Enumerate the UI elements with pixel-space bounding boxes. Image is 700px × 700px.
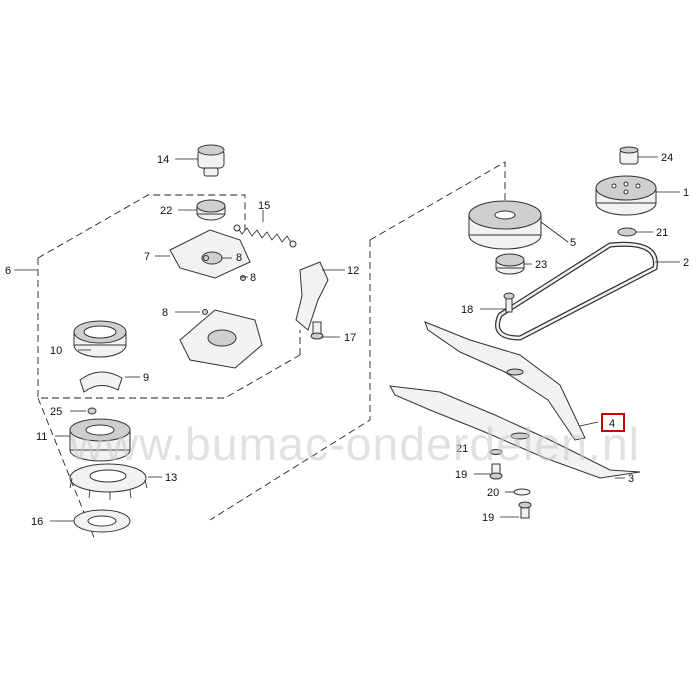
part-10-ring bbox=[73, 320, 127, 358]
callout-21-a: 21 bbox=[656, 227, 668, 239]
part-1-pulley bbox=[595, 175, 657, 216]
callout-10: 10 bbox=[50, 345, 62, 357]
part-25-nut bbox=[87, 407, 97, 415]
part-21-washer-lower bbox=[489, 449, 503, 455]
callout-14: 14 bbox=[157, 154, 169, 166]
callout-18: 18 bbox=[461, 304, 473, 316]
watermark-text: www.bumac-onderdelen.nl bbox=[69, 418, 640, 470]
callout-23: 23 bbox=[535, 259, 547, 271]
callout-9: 9 bbox=[143, 372, 149, 384]
callout-22: 22 bbox=[160, 205, 172, 217]
callout-21-b: 21 bbox=[456, 443, 468, 455]
callout-1: 1 bbox=[683, 187, 689, 199]
part-22-bearing bbox=[196, 199, 226, 221]
callout-2: 2 bbox=[683, 257, 689, 269]
callout-3: 3 bbox=[628, 473, 634, 485]
callout-4-highlight: 4 bbox=[601, 413, 625, 432]
part-5-housing bbox=[468, 200, 542, 250]
callout-12: 12 bbox=[347, 265, 359, 277]
callout-19-a: 19 bbox=[455, 469, 467, 481]
assembly-frame-center bbox=[209, 161, 506, 521]
callout-5: 5 bbox=[570, 237, 576, 249]
part-13-disc bbox=[69, 463, 148, 500]
part-19-bolt-upper bbox=[489, 463, 503, 480]
callout-25: 25 bbox=[50, 406, 62, 418]
part-11-bearing bbox=[69, 418, 131, 462]
part-21-washer bbox=[617, 227, 637, 237]
callout-7: 7 bbox=[144, 251, 150, 263]
callout-6: 6 bbox=[5, 265, 11, 277]
part-19-bolt-lower bbox=[518, 501, 532, 519]
callout-8-a: 8 bbox=[236, 252, 242, 264]
callout-24: 24 bbox=[661, 152, 673, 164]
part-8-bracket bbox=[179, 309, 263, 369]
part-7-plate bbox=[169, 229, 251, 279]
callout-16: 16 bbox=[31, 516, 43, 528]
callout-11: 11 bbox=[36, 431, 47, 443]
callout-13: 13 bbox=[165, 472, 177, 484]
callout-15: 15 bbox=[258, 200, 270, 212]
callout-4: 4 bbox=[609, 418, 615, 430]
part-23-bearing bbox=[495, 253, 525, 275]
part-3-blade bbox=[389, 385, 641, 479]
callout-8-b: 8 bbox=[162, 307, 168, 319]
part-2-belt bbox=[495, 241, 658, 341]
callout-8-c: 8 bbox=[250, 272, 256, 284]
part-17-bolt bbox=[310, 321, 324, 340]
part-4-blade bbox=[424, 321, 586, 441]
part-24-nut bbox=[619, 146, 639, 165]
part-15-spring bbox=[233, 224, 297, 248]
part-16-washer bbox=[73, 509, 131, 533]
part-20-washer bbox=[513, 488, 531, 496]
part-18-bolt bbox=[503, 292, 515, 313]
part-12-bracket bbox=[295, 261, 329, 331]
part-14-nut bbox=[197, 144, 225, 177]
part-9-clip bbox=[79, 371, 123, 393]
callout-20: 20 bbox=[487, 487, 499, 499]
leader-lines bbox=[14, 156, 680, 522]
callout-19-b: 19 bbox=[482, 512, 494, 524]
callout-17: 17 bbox=[344, 332, 356, 344]
